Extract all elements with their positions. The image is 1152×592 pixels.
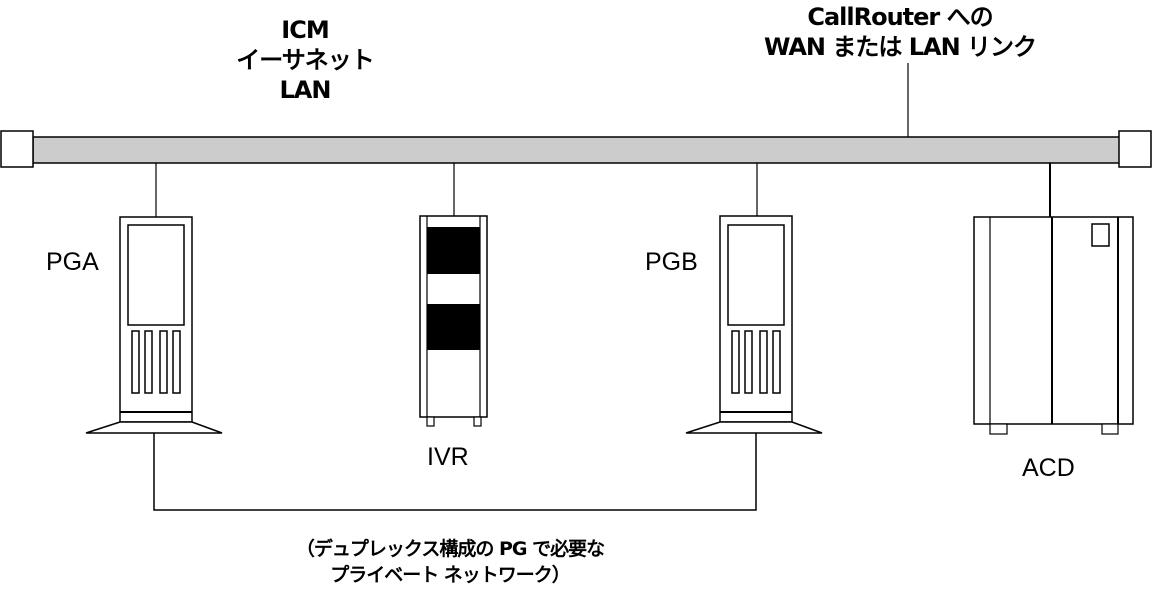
lan-bus-left-terminator — [0, 130, 34, 168]
ivr-label: IVR — [427, 443, 469, 471]
acd-cabinet-icon — [973, 216, 1134, 435]
pga-computer-icon — [85, 216, 223, 434]
lan-bus — [32, 136, 1121, 164]
icm-lan-label-line: ICM — [281, 16, 329, 44]
callrouter-link-label-line: WAN または LAN リンク — [763, 33, 1037, 61]
ivr-rack-icon — [419, 215, 488, 427]
pgb-label: PGB — [645, 248, 698, 276]
pgb-computer-icon — [685, 215, 823, 434]
icm-lan-label-line: イーサネット — [236, 46, 375, 74]
icm-lan-label-line: LAN — [279, 76, 332, 104]
callrouter-link-label: CallRouter への WAN または LAN リンク — [730, 2, 1070, 62]
pga-label: PGA — [46, 248, 99, 276]
icm-lan-label: ICM イーサネット LAN — [220, 15, 390, 105]
private-network-note: （デュプレックス構成の PG で必要な プライベート ネットワーク） — [230, 536, 670, 588]
lan-bus-right-terminator — [1118, 130, 1152, 168]
private-network-note-line: プライベート ネットワーク） — [330, 564, 571, 586]
private-network-note-line: （デュプレックス構成の PG で必要な — [295, 538, 605, 560]
acd-label: ACD — [1022, 454, 1075, 482]
callrouter-link-label-line: CallRouter への — [807, 3, 993, 31]
private-network-link — [153, 433, 757, 511]
